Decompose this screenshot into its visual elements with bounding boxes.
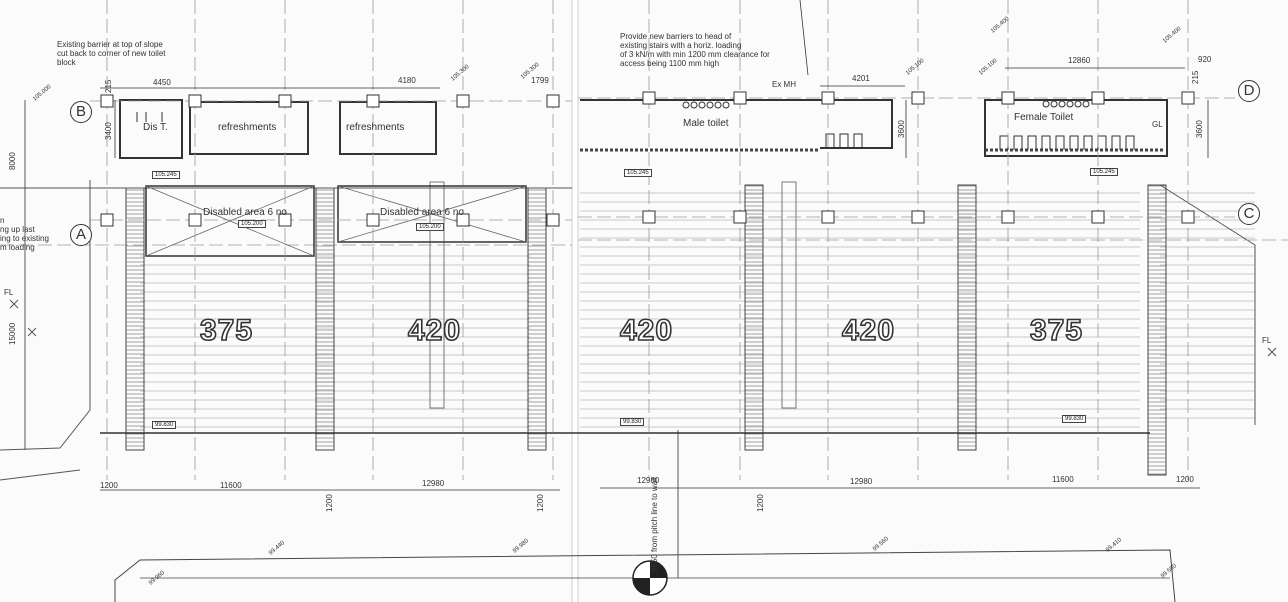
room-female-toilet: Female Toilet: [1014, 112, 1074, 123]
dim-bottom-1200-right: 1200: [1176, 475, 1194, 484]
capacity-block-1: 375: [199, 313, 254, 348]
capacity-block-4: 420: [841, 313, 896, 348]
dim-top-215-left: 215: [104, 79, 113, 93]
gridline-d-marker: D: [1238, 80, 1260, 102]
dim-bottom-11600-right: 11600: [1052, 475, 1074, 484]
dim-side-1200-b: 1200: [536, 494, 545, 512]
gridline-c-marker: C: [1238, 203, 1260, 225]
level-box-2: 105.200: [238, 220, 266, 228]
dim-side-1200-a: 1200: [325, 494, 334, 512]
room-refreshments-1: refreshments: [218, 122, 277, 133]
note-new-barriers: Provide new barriers to head of existing…: [620, 32, 770, 68]
dim-top-4450: 4450: [153, 78, 171, 87]
spot-fl-left: FL: [4, 288, 14, 297]
dim-top-215-right: 215: [1191, 70, 1200, 84]
dim-bottom-1200-left: 1200: [100, 481, 118, 490]
label-existing-manhole: Ex MH: [772, 80, 796, 89]
dim-side-3600-male: 3600: [897, 120, 906, 138]
room-refreshments-2: refreshments: [346, 122, 405, 133]
capacity-block-3: 420: [619, 313, 674, 348]
dim-bottom-12980-b: 12980: [637, 476, 660, 485]
note-pitch-to-wall: 9850 from pitch line to wall: [650, 477, 659, 572]
dim-top-4180: 4180: [398, 76, 416, 85]
level-box-3: 105.200: [416, 223, 444, 231]
dim-side-15000: 15000: [8, 322, 17, 345]
gridline-a-marker: A: [70, 224, 92, 246]
dim-top-12860: 12860: [1068, 56, 1091, 65]
level-box-1: 105.245: [152, 171, 180, 179]
level-box-5: 105.245: [1090, 168, 1118, 176]
room-disabled-toilet: Dis T.: [143, 122, 168, 133]
dim-bottom-12980-a: 12980: [422, 479, 445, 488]
note-left-edge: n ng up last ing to existing m loading: [0, 216, 49, 252]
dim-top-4201: 4201: [852, 74, 870, 83]
level-box-8: 99.830: [1062, 415, 1087, 423]
dim-side-3600-female: 3600: [1195, 120, 1204, 138]
label-gl: GL: [1152, 120, 1163, 129]
dim-side-1200-c: 1200: [756, 494, 765, 512]
disabled-area-2: Disabled area 6 no: [380, 207, 464, 218]
note-existing-barrier: Existing barrier at top of slope cut bac…: [57, 40, 166, 67]
room-male-toilet: Male toilet: [683, 118, 729, 129]
disabled-area-1: Disabled area 6 no: [203, 207, 287, 218]
dim-top-1799: 1799: [531, 76, 549, 85]
dim-bottom-11600-left: 11600: [220, 481, 242, 490]
dim-side-3400: 3400: [104, 122, 113, 140]
level-box-4: 105.245: [624, 169, 652, 177]
capacity-block-5: 375: [1029, 313, 1084, 348]
dim-side-8000: 8000: [8, 152, 17, 170]
dim-top-920: 920: [1198, 55, 1212, 64]
gridline-b-marker: B: [70, 101, 92, 123]
capacity-block-2: 420: [407, 313, 462, 348]
spot-fl-right: FL: [1262, 336, 1272, 345]
level-box-6: 99.830: [152, 421, 177, 429]
dim-bottom-12980-c: 12980: [850, 477, 873, 486]
level-box-7: 99.830: [620, 418, 645, 426]
